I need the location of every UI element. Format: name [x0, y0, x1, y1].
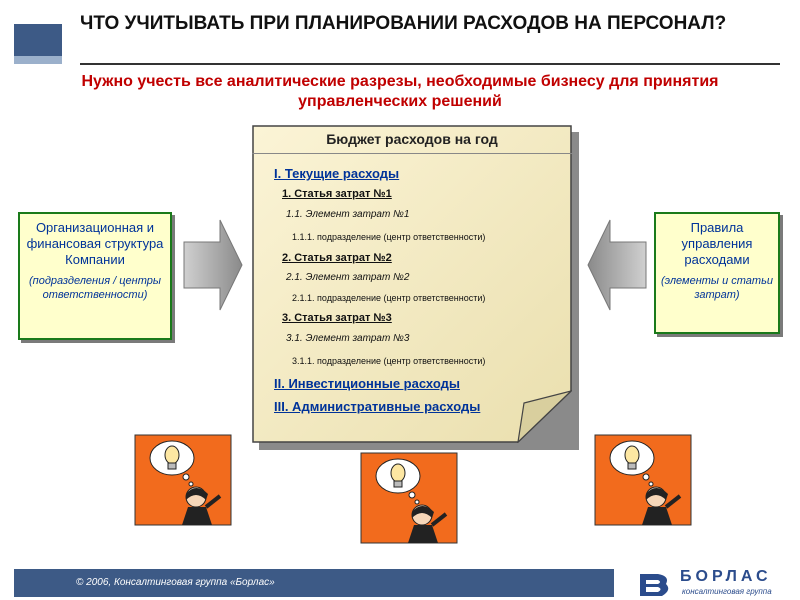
footer-bar [14, 569, 614, 597]
cost-rules-box: Правила управления расходами (элементы и… [654, 212, 780, 334]
logo-tagline: консалтинговая группа [682, 587, 772, 596]
logo-name: БОРЛАС [680, 568, 772, 585]
budget-line-level-2: 3. Статья затрат №3 [282, 312, 392, 324]
budget-line-level-3: 3.1. Элемент затрат №3 [286, 333, 410, 344]
arrow-right-icon [183, 219, 243, 311]
arrow-left-icon [587, 219, 647, 311]
footer-copyright: © 2006, Консалтинговая группа «Борлас» [76, 577, 275, 588]
cost-rules-note: (элементы и статьи затрат) [661, 275, 773, 301]
page-subtitle: Нужно учесть все аналитические разрезы, … [81, 73, 719, 110]
budget-line-level-4: 3.1.1. подразделение (центр ответственно… [292, 356, 486, 366]
budget-line-level-1: I. Текущие расходы [274, 166, 400, 181]
page-title: ЧТО УЧИТЫВАТЬ ПРИ ПЛАНИРОВАНИИ РАСХОДОВ … [80, 13, 727, 34]
budget-title-rule [252, 153, 572, 154]
budget-line-level-1: II. Инвестиционные расходы [274, 376, 460, 391]
thinking-person-picture-left [134, 434, 232, 526]
borlas-logo-icon [640, 574, 669, 596]
thinking-person-picture-right [594, 434, 692, 526]
budget-line-level-2: 1. Статья затрат №1 [282, 188, 392, 200]
cost-rules-label: Правила управления расходами [681, 220, 753, 267]
title-underline [80, 63, 780, 65]
budget-line-level-2: 2. Статья затрат №2 [282, 252, 392, 264]
budget-line-level-4: 2.1.1. подразделение (центр ответственно… [292, 293, 486, 303]
budget-line-level-1: III. Административные расходы [274, 399, 481, 414]
org-structure-box: Организационная и финансовая структура К… [18, 212, 172, 340]
org-structure-label: Организационная и финансовая структура К… [26, 220, 164, 267]
title-decor-stripe [14, 56, 62, 64]
budget-line-level-3: 1.1. Элемент затрат №1 [286, 209, 410, 220]
budget-line-level-3: 2.1. Элемент затрат №2 [286, 272, 410, 283]
budget-title: Бюджет расходов на год [326, 131, 498, 147]
budget-document [252, 125, 572, 443]
budget-line-level-4: 1.1.1. подразделение (центр ответственно… [292, 232, 486, 242]
org-structure-note: (подразделения / центры ответственности) [29, 275, 161, 301]
thinking-person-picture-center [360, 452, 458, 544]
